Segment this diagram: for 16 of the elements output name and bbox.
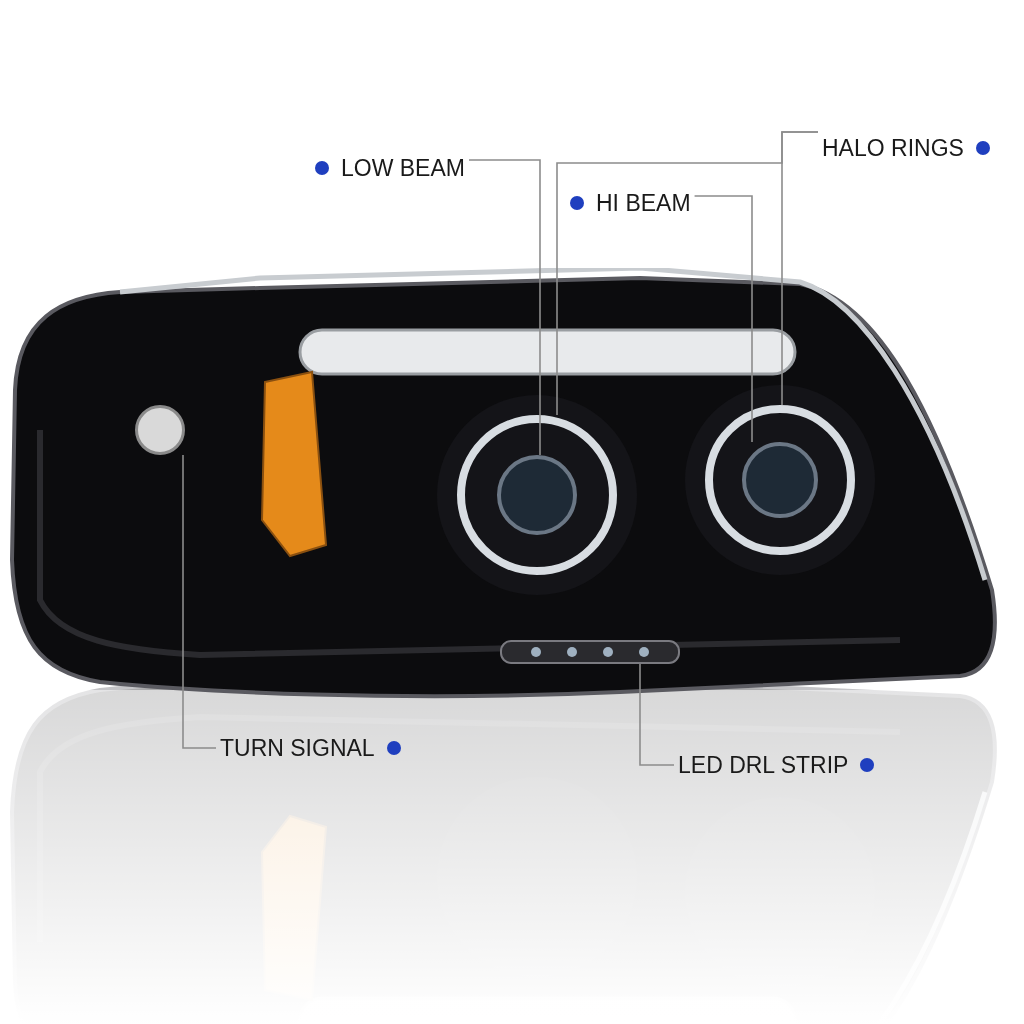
leader-line (639, 663, 675, 766)
projector-lens (742, 442, 818, 518)
callout-label: LED DRL STRIP (678, 753, 849, 777)
halo-ring (457, 415, 617, 575)
leader-line (468, 159, 541, 456)
turn-signal-bulb (135, 405, 185, 455)
callout-label: LOW BEAM (341, 156, 465, 180)
leader-line (781, 131, 819, 406)
leader-line (182, 454, 217, 749)
callout-label: TURN SIGNAL (220, 736, 375, 760)
callout-label: HI BEAM (596, 191, 691, 215)
projector-lens (497, 455, 577, 535)
leader-line (693, 195, 753, 443)
led-strip (500, 640, 680, 664)
callout-label: HALO RINGS (822, 136, 964, 160)
halo-ring (705, 405, 855, 555)
